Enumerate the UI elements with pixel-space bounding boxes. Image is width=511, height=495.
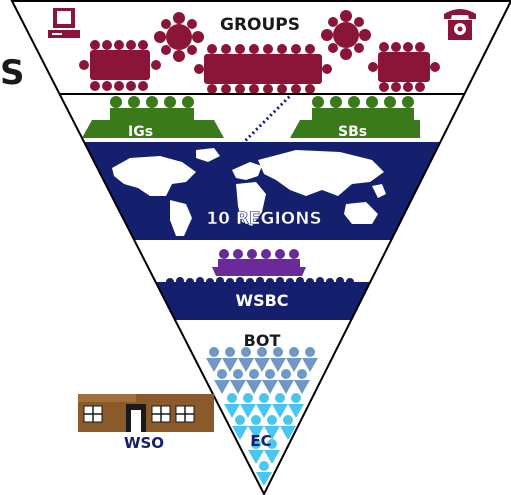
meeting-table-left (79, 40, 161, 91)
intergroup-audience (82, 96, 224, 138)
meeting-table-right (368, 42, 440, 92)
left-fragment-text: S (0, 53, 25, 93)
telephone-icon (444, 9, 476, 40)
office-building-icon (78, 394, 214, 432)
service-boards-label: SBs (338, 124, 367, 140)
board-trustees (206, 347, 318, 394)
conference-band: WSBC (12, 249, 511, 320)
triangle-body: GROUPS IGs SBs (12, 8, 511, 486)
groups-band: GROUPS (48, 8, 476, 94)
executive-label: EC (250, 432, 271, 450)
service-board-audience (290, 96, 420, 138)
triangle-outline (10, 0, 511, 495)
board-label: BOT (244, 331, 281, 350)
office-label: WSO (124, 434, 164, 452)
meeting-table-round-left (154, 12, 204, 62)
conference-label: WSBC (235, 291, 288, 310)
world-map-icon (112, 148, 386, 236)
meeting-table-round-right (321, 10, 371, 60)
computer-icon (48, 8, 80, 38)
dotted-connector (240, 94, 292, 146)
board-band: BOT (206, 331, 318, 486)
executive-committee (224, 393, 304, 486)
regions-label: 10 REGIONS (206, 209, 321, 229)
groups-label: GROUPS (220, 15, 300, 35)
meeting-table-center (194, 44, 332, 94)
conference-delegates (212, 249, 306, 276)
intergroups-band: IGs SBs (82, 94, 420, 146)
intergroups-label: IGs (128, 124, 153, 140)
regions-band: 10 REGIONS (12, 142, 511, 240)
